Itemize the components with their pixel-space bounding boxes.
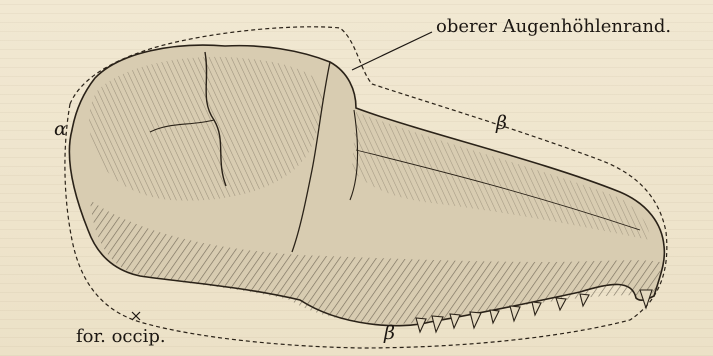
beta-label-top: β xyxy=(496,112,507,134)
orbital-rim-label: oberer Augenhöhlenrand. xyxy=(436,16,671,37)
alpha-label: α xyxy=(54,118,67,140)
foramen-occipitale-label: for. occip. xyxy=(76,326,166,347)
beta-label-bottom: β xyxy=(384,322,395,344)
orbital-rim-leader xyxy=(352,32,432,70)
foramen-marker xyxy=(132,312,140,320)
